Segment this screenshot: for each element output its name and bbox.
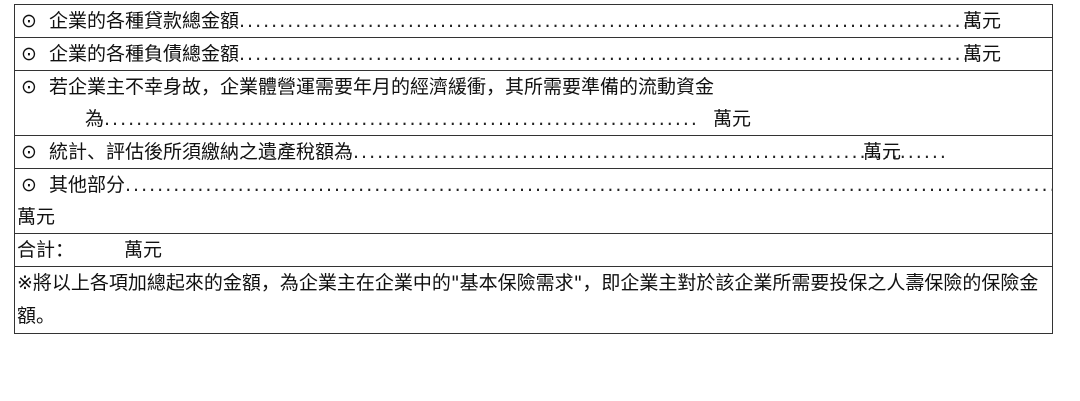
row-total: 合計： 萬元 (15, 234, 1052, 267)
bullet-icon: ⊙ (21, 43, 37, 65)
dot-leader: ........................................… (239, 43, 979, 65)
row-total-liabilities-line: ⊙ 企業的各種負債總金額.............................… (15, 38, 1052, 70)
row-total-loans-line: ⊙ 企業的各種貸款總金額.............................… (15, 5, 1052, 37)
bullet-icon: ⊙ (21, 174, 37, 196)
row-total-loans: ⊙ 企業的各種貸款總金額.............................… (15, 5, 1052, 38)
other-line-1: ⊙ 其他部分...................................… (15, 169, 1052, 201)
row-note: ※將以上各項加總起來的金額，為企業主在企業中的"基本保險需求"，即企業主對於該企… (15, 267, 1052, 333)
dot-leader: ........................................… (239, 10, 979, 32)
bullet-icon: ⊙ (21, 76, 37, 98)
row-operating-buffer: ⊙ 若企業主不幸身故，企業體營運需要年月的經濟緩衝，其所需要準備的流動資金 為..… (15, 71, 1052, 136)
other-unit: 萬元 (17, 206, 56, 228)
estate-tax-unit: 萬元 (863, 141, 902, 163)
operating-buffer-unit: 萬元 (713, 108, 752, 130)
operating-buffer-label: 若企業主不幸身故，企業體營運需要年月的經濟緩衝，其所需要準備的流動資金 (49, 76, 715, 98)
other-line-2: 萬元 (15, 201, 1052, 233)
total-unit: 萬元 (124, 239, 163, 261)
dot-leader: ........................................… (353, 141, 948, 163)
bullet-icon: ⊙ (21, 141, 37, 163)
total-label: 合計： (17, 239, 75, 261)
dot-leader: ........................................… (104, 108, 699, 130)
dot-leader: ........................................… (125, 174, 1052, 196)
total-loans-label: 企業的各種貸款總金額 (49, 10, 240, 32)
insurance-needs-form: ⊙ 企業的各種貸款總金額.............................… (14, 4, 1053, 334)
operating-buffer-line-2: 為.......................................… (15, 103, 1052, 135)
operating-buffer-prefix: 為 (85, 108, 105, 130)
row-estate-tax: ⊙ 統計、評估後所須繳納之遺產稅額為.......................… (15, 136, 1052, 169)
row-estate-tax-line: ⊙ 統計、評估後所須繳納之遺產稅額為.......................… (15, 136, 1052, 168)
other-label: 其他部分 (49, 174, 126, 196)
row-other: ⊙ 其他部分...................................… (15, 169, 1052, 234)
estate-tax-label: 統計、評估後所須繳納之遺產稅額為 (49, 141, 354, 163)
operating-buffer-line-1: ⊙ 若企業主不幸身故，企業體營運需要年月的經濟緩衝，其所需要準備的流動資金 (15, 71, 1052, 103)
bullet-icon: ⊙ (21, 10, 37, 32)
row-total-liabilities: ⊙ 企業的各種負債總金額.............................… (15, 38, 1052, 71)
total-liabilities-unit: 萬元 (963, 43, 1002, 65)
total-loans-unit: 萬元 (963, 10, 1002, 32)
row-total-line: 合計： 萬元 (15, 234, 1052, 266)
total-liabilities-label: 企業的各種負債總金額 (49, 43, 240, 65)
note-text: ※將以上各項加總起來的金額，為企業主在企業中的"基本保險需求"，即企業主對於該企… (17, 272, 1039, 327)
